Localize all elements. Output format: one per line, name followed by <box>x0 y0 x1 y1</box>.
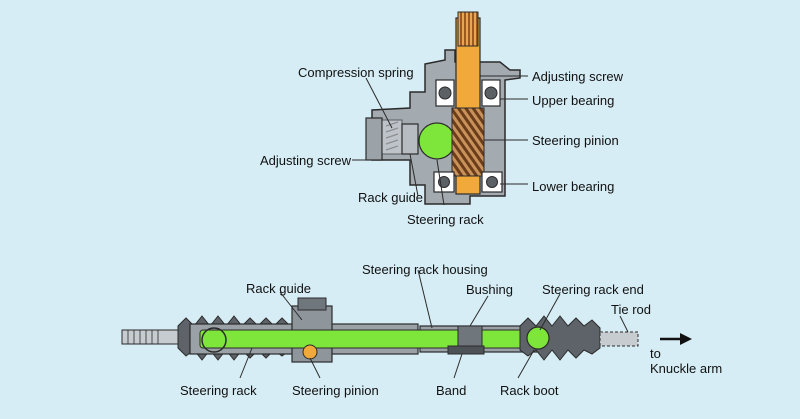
label-rack-guide-bottom: Rack guide <box>246 281 312 296</box>
rack-guide-part <box>401 123 419 155</box>
right-tie-rod <box>599 331 639 347</box>
label-adjusting-screw-top: Adjusting screw <box>532 69 624 84</box>
label-compression-spring: Compression spring <box>298 65 414 80</box>
bottom-pinion <box>302 344 318 360</box>
label-steering-rack-end: Steering rack end <box>542 282 644 297</box>
label-steering-rack-housing: Steering rack housing <box>362 262 488 277</box>
left-ball-joint <box>201 327 227 353</box>
label-band: Band <box>436 383 467 398</box>
right-ball-joint <box>526 326 550 350</box>
steering-rack-part <box>418 122 456 160</box>
label-steering-pinion-bottom: Steering pinion <box>292 383 379 398</box>
band-part <box>447 345 485 355</box>
bottom-rack-assembly <box>121 269 692 379</box>
left-tie-rod <box>121 329 181 345</box>
rack-guide-cap <box>297 297 327 311</box>
label-to-knuckle-arm: to Knuckle arm <box>650 346 740 376</box>
label-bushing: Bushing <box>466 282 513 297</box>
label-knuckle-arm: Knuckle arm <box>650 361 723 376</box>
label-lower-bearing: Lower bearing <box>532 179 615 194</box>
pinion-splines <box>457 11 479 47</box>
label-steering-rack-top: Steering rack <box>407 212 484 227</box>
pinion-teeth <box>451 107 485 177</box>
label-upper-bearing: Upper bearing <box>532 93 615 108</box>
upper-bearing-part <box>435 79 501 107</box>
label-tie-rod: Tie rod <box>611 302 651 317</box>
top-leader-lines <box>352 75 528 206</box>
label-steering-rack-bottom: Steering rack <box>180 383 257 398</box>
adjusting-screw-part <box>365 117 383 161</box>
label-rack-guide-top: Rack guide <box>358 190 424 205</box>
knuckle-arrow <box>660 333 692 345</box>
label-steering-pinion-top: Steering pinion <box>532 133 619 148</box>
label-adjusting-screw-left: Adjusting screw <box>260 153 352 168</box>
label-to: to <box>650 346 661 361</box>
top-cross-section <box>352 11 528 206</box>
label-rack-boot: Rack boot <box>500 383 559 398</box>
bottom-leader-lines <box>239 269 629 379</box>
compression-spring-part <box>381 119 403 155</box>
green-rack-bar <box>199 329 537 349</box>
